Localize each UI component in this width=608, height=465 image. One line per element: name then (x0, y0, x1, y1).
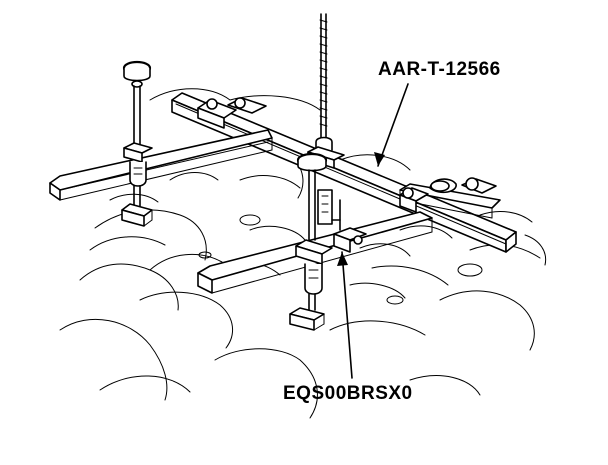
adapter-bracket (331, 199, 367, 253)
top-arrowhead (374, 152, 385, 166)
beam-mount-blocks (197, 97, 497, 213)
left-hook-assembly (121, 60, 153, 227)
tool-label-top: AAR-T-12566 (378, 59, 501, 80)
left-cross-beam (49, 129, 273, 201)
bottom-arrowhead (337, 252, 348, 266)
right-cross-bar (399, 183, 501, 219)
center-hook-assembly (289, 13, 345, 331)
tool-label-bottom: EQS00BRSX0 (283, 383, 413, 404)
leader-lines (337, 83, 409, 379)
